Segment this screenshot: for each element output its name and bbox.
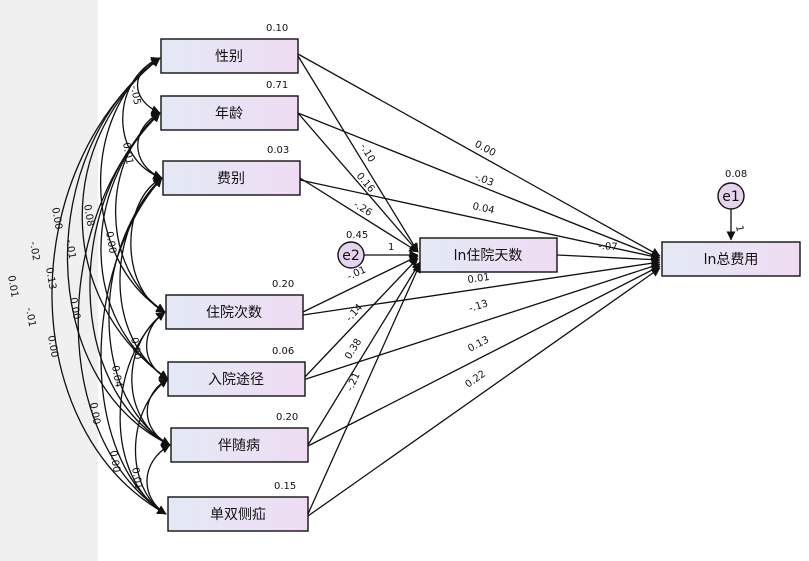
cov-label: -.05 <box>128 85 142 106</box>
cov-age-bilateral <box>77 112 167 515</box>
node-fee-type-label: 费别 <box>217 171 245 187</box>
r2-days: 0.45 <box>346 230 368 241</box>
cov-label: 0.13 <box>43 267 58 291</box>
cov-label: 0.00 <box>67 297 82 321</box>
node-admissions-label: 住院次数 <box>206 305 262 321</box>
error-e1: e1 0.08 <box>717 169 747 210</box>
cov-gender-route <box>81 57 169 380</box>
cov-fee-comorbid <box>108 177 171 446</box>
node-gender-variance: 0.10 <box>266 23 288 34</box>
cov-fee-adm <box>130 177 166 313</box>
coef-age-cost: -.03 <box>473 172 495 190</box>
cov-gender-fee <box>122 57 163 180</box>
cov-route-comorbid <box>146 378 171 446</box>
e1-weight: 1 <box>733 225 745 233</box>
coef-route-days: -.14 <box>344 302 365 324</box>
cov-label: 0.00 <box>45 335 60 359</box>
path-age-cost <box>297 112 661 259</box>
cov-label: 0.08 <box>81 204 96 228</box>
node-route-label: 入院途径 <box>208 371 264 388</box>
path-comorbid-days <box>307 261 421 446</box>
coef-adm-cost: 0.01 <box>467 272 491 286</box>
path-fee-cost <box>299 179 661 261</box>
node-ln-days: ln住院天数 <box>419 237 558 273</box>
path-gender-days <box>297 55 419 253</box>
error-e1-variance: 0.08 <box>725 169 747 180</box>
node-age: 年龄 0.71 <box>160 80 299 131</box>
cov-label: 0.00 <box>128 337 143 361</box>
cov-gender-comorbid <box>66 57 171 446</box>
path-route-cost <box>302 262 661 381</box>
path-fee-days <box>299 177 419 253</box>
coef-gender-cost: 0.00 <box>473 139 498 159</box>
coef-bilateral-cost: 0.22 <box>463 369 488 391</box>
coef-comorbid-cost: 0.13 <box>466 334 491 354</box>
node-ln-days-label: ln住院天数 <box>454 248 523 264</box>
error-e1-label: e1 <box>722 189 740 205</box>
variable-boxes: 性别 0.10 年龄 0.71 费别 0.03 住院次数 0.20 入院途径 0… <box>160 23 801 532</box>
cov-label: 0.00 <box>49 207 64 231</box>
coef-fee-cost: 0.04 <box>471 201 495 216</box>
cov-label: -.01 <box>63 239 77 260</box>
path-comorbid-cost <box>307 265 661 447</box>
node-comorbid-variance: 0.20 <box>276 412 298 423</box>
path-route-days <box>302 257 419 380</box>
cov-label: 0.00 <box>103 231 118 255</box>
path-days-cost <box>556 254 661 265</box>
coef-route-cost: -.13 <box>468 298 490 314</box>
node-ln-cost-label: ln总费用 <box>704 252 759 268</box>
node-fee-type: 费别 0.03 <box>162 145 301 196</box>
cov-label: 0.00 <box>87 402 102 426</box>
cov-label: 0.01 <box>120 142 135 166</box>
coef-fee-days: -.26 <box>351 199 373 219</box>
covariance-labels: -.05 0.01 0.00 0.08 0.00 -.01 -.02 0.13 … <box>5 85 144 491</box>
path-adm-cost <box>302 258 661 316</box>
cov-adm-route <box>145 311 169 380</box>
coef-age-days: 0.16 <box>354 171 377 195</box>
node-bilateral-label: 单双侧疝 <box>210 507 266 523</box>
paths-to-days <box>297 55 421 515</box>
cov-gender-bilateral <box>51 57 167 515</box>
node-gender: 性别 0.10 <box>160 23 299 74</box>
path-adm-days <box>302 255 419 313</box>
cov-fee-bilateral <box>100 177 167 515</box>
node-admissions: 住院次数 0.20 <box>165 279 304 330</box>
node-comorbid: 伴随病 0.20 <box>170 412 309 463</box>
error-e2-label: e2 <box>342 248 360 264</box>
coef-days-cost: -.07 <box>598 241 618 253</box>
node-age-label: 年龄 <box>215 106 243 122</box>
node-admissions-variance: 0.20 <box>272 279 294 290</box>
path-bilateral-days <box>307 263 421 515</box>
node-fee-type-variance: 0.03 <box>267 145 289 156</box>
cov-age-route <box>100 112 169 380</box>
cov-label: 0.00 <box>107 450 122 474</box>
error-e2: e2 <box>337 241 365 269</box>
cov-label: 0.01 <box>129 467 144 491</box>
paths-to-cost <box>297 53 736 517</box>
left-panel <box>0 0 98 561</box>
e2-weight: 1 <box>388 242 394 253</box>
node-bilateral-variance: 0.15 <box>274 481 296 492</box>
node-route-variance: 0.06 <box>272 346 294 357</box>
node-age-variance: 0.71 <box>266 80 288 91</box>
path-gender-cost <box>297 53 661 257</box>
node-comorbid-label: 伴随病 <box>218 438 260 454</box>
cov-label: 0.04 <box>109 365 124 389</box>
node-route: 入院途径 0.06 <box>167 346 306 397</box>
cov-label: -.01 <box>23 307 37 328</box>
node-gender-label: 性别 <box>215 49 243 65</box>
cov-fee-route <box>119 177 169 380</box>
path-age-days <box>297 112 419 253</box>
node-ln-cost: ln总费用 <box>661 241 801 277</box>
covariance-arcs <box>51 57 171 515</box>
cov-label: 0.01 <box>5 275 20 299</box>
cov-label: -.02 <box>27 241 41 262</box>
coef-bilateral-days: -.21 <box>345 371 363 393</box>
coef-gender-days: -.10 <box>357 142 376 164</box>
node-bilateral: 单双侧疝 0.15 <box>167 481 309 532</box>
path-bilateral-cost <box>307 267 661 517</box>
